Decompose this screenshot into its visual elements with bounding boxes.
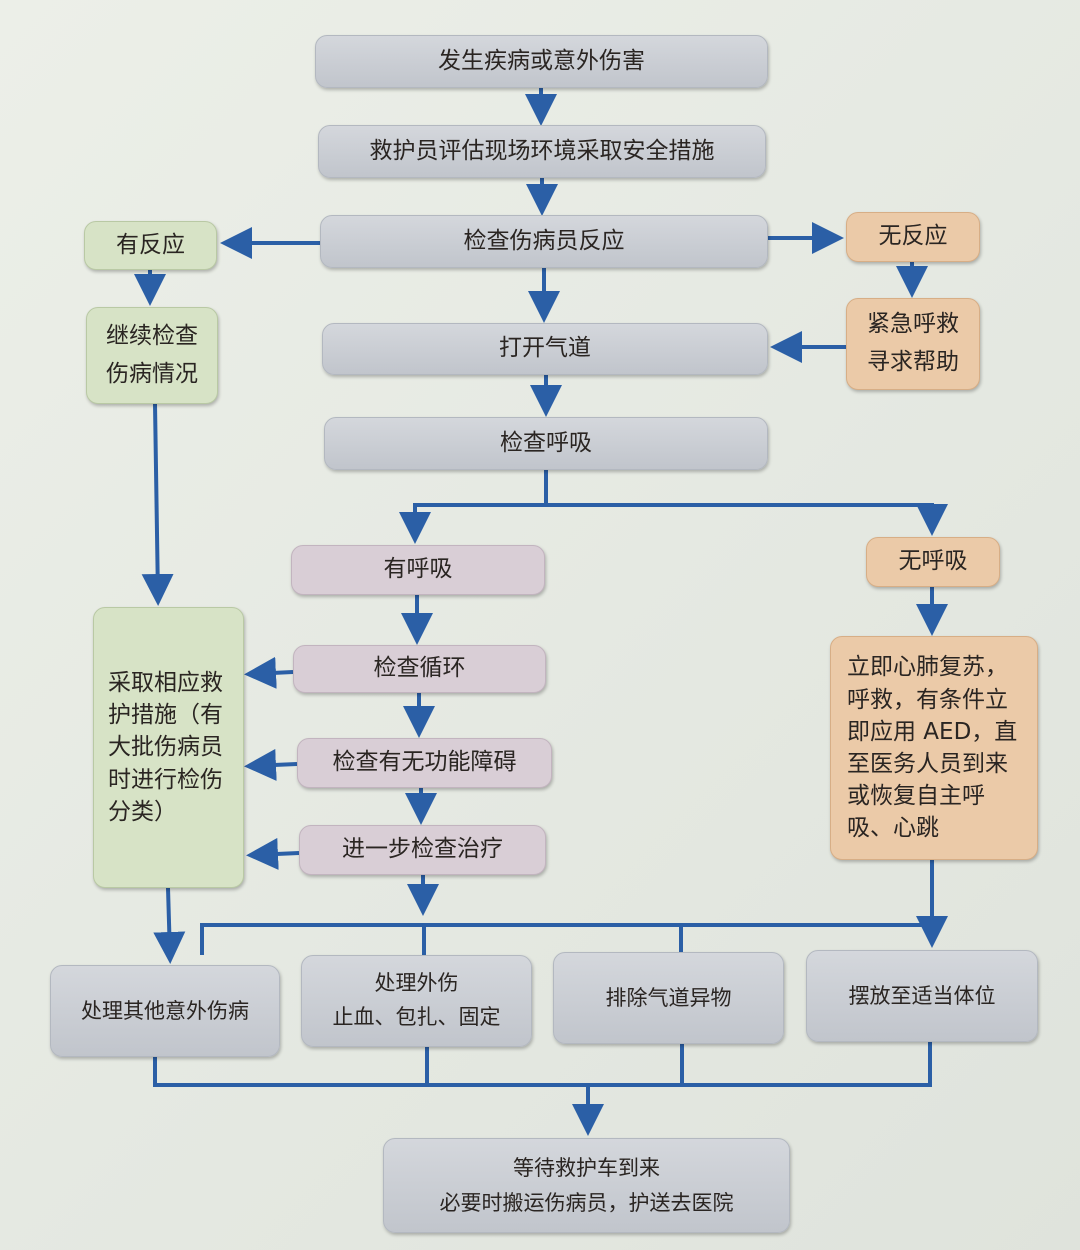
node-label: 进一步检查治疗 <box>342 836 503 863</box>
node-assess-scene: 救护员评估现场环境采取安全措施 <box>318 125 766 178</box>
node-wait-ambulance: 等待救护车到来 必要时搬运伤病员，护送去医院 <box>383 1138 790 1233</box>
node-responsive: 有反应 <box>84 221 217 270</box>
node-check-response: 检查伤病员反应 <box>320 215 768 268</box>
node-unresponsive: 无反应 <box>846 212 980 262</box>
node-label: 检查有无功能障碍 <box>332 749 517 776</box>
node-check-disability: 检查有无功能障碍 <box>297 738 552 788</box>
node-label: 排除气道异物 <box>605 985 732 1010</box>
node-label: 发生疾病或意外伤害 <box>438 47 645 74</box>
node-label: 摆放至适当体位 <box>848 983 996 1008</box>
node-label: 检查呼吸 <box>500 429 592 456</box>
node-continue-check: 继续检查 伤病情况 <box>86 307 218 404</box>
node-label: 有呼吸 <box>383 556 453 583</box>
node-label: 检查循环 <box>373 655 466 682</box>
node-label: 打开气道 <box>499 335 591 362</box>
node-not-breathing: 无呼吸 <box>866 537 1000 587</box>
node-cpr: 立即心肺复苏， 呼救，有条件立 即应用 AED，直 至医务人员到来 或恢复自主呼… <box>830 636 1038 860</box>
node-label: 处理外伤 止血、包扎、固定 <box>332 971 501 1029</box>
node-label: 无反应 <box>878 223 948 250</box>
node-position: 摆放至适当体位 <box>806 950 1038 1042</box>
node-call-help: 紧急呼救 寻求帮助 <box>846 298 980 390</box>
node-start: 发生疾病或意外伤害 <box>315 35 768 88</box>
node-label: 紧急呼救 寻求帮助 <box>867 311 959 375</box>
node-label: 采取相应救 护措施（有 大批伤病员 时进行检伤 分类） <box>108 670 223 825</box>
node-label: 检查伤病员反应 <box>463 227 625 254</box>
node-check-breathing: 检查呼吸 <box>324 417 768 470</box>
node-airway-obstruction: 排除气道异物 <box>553 952 784 1044</box>
node-check-circulation: 检查循环 <box>293 645 546 693</box>
node-label: 继续检查 伤病情况 <box>106 322 198 387</box>
node-label: 处理其他意外伤病 <box>81 998 249 1023</box>
node-take-measures: 采取相应救 护措施（有 大批伤病员 时进行检伤 分类） <box>93 607 244 888</box>
node-further-treatment: 进一步检查治疗 <box>299 825 546 875</box>
node-label: 有反应 <box>116 231 185 258</box>
node-open-airway: 打开气道 <box>322 323 768 375</box>
node-label: 救护员评估现场环境采取安全措施 <box>369 137 715 164</box>
node-breathing: 有呼吸 <box>291 545 545 595</box>
node-label: 无呼吸 <box>898 548 968 575</box>
node-other-injuries: 处理其他意外伤病 <box>50 965 280 1057</box>
node-label: 立即心肺复苏， 呼救，有条件立 即应用 AED，直 至医务人员到来 或恢复自主呼… <box>847 654 1018 842</box>
node-label: 等待救护车到来 必要时搬运伤病员，护送去医院 <box>439 1155 734 1215</box>
node-trauma: 处理外伤 止血、包扎、固定 <box>301 955 532 1047</box>
